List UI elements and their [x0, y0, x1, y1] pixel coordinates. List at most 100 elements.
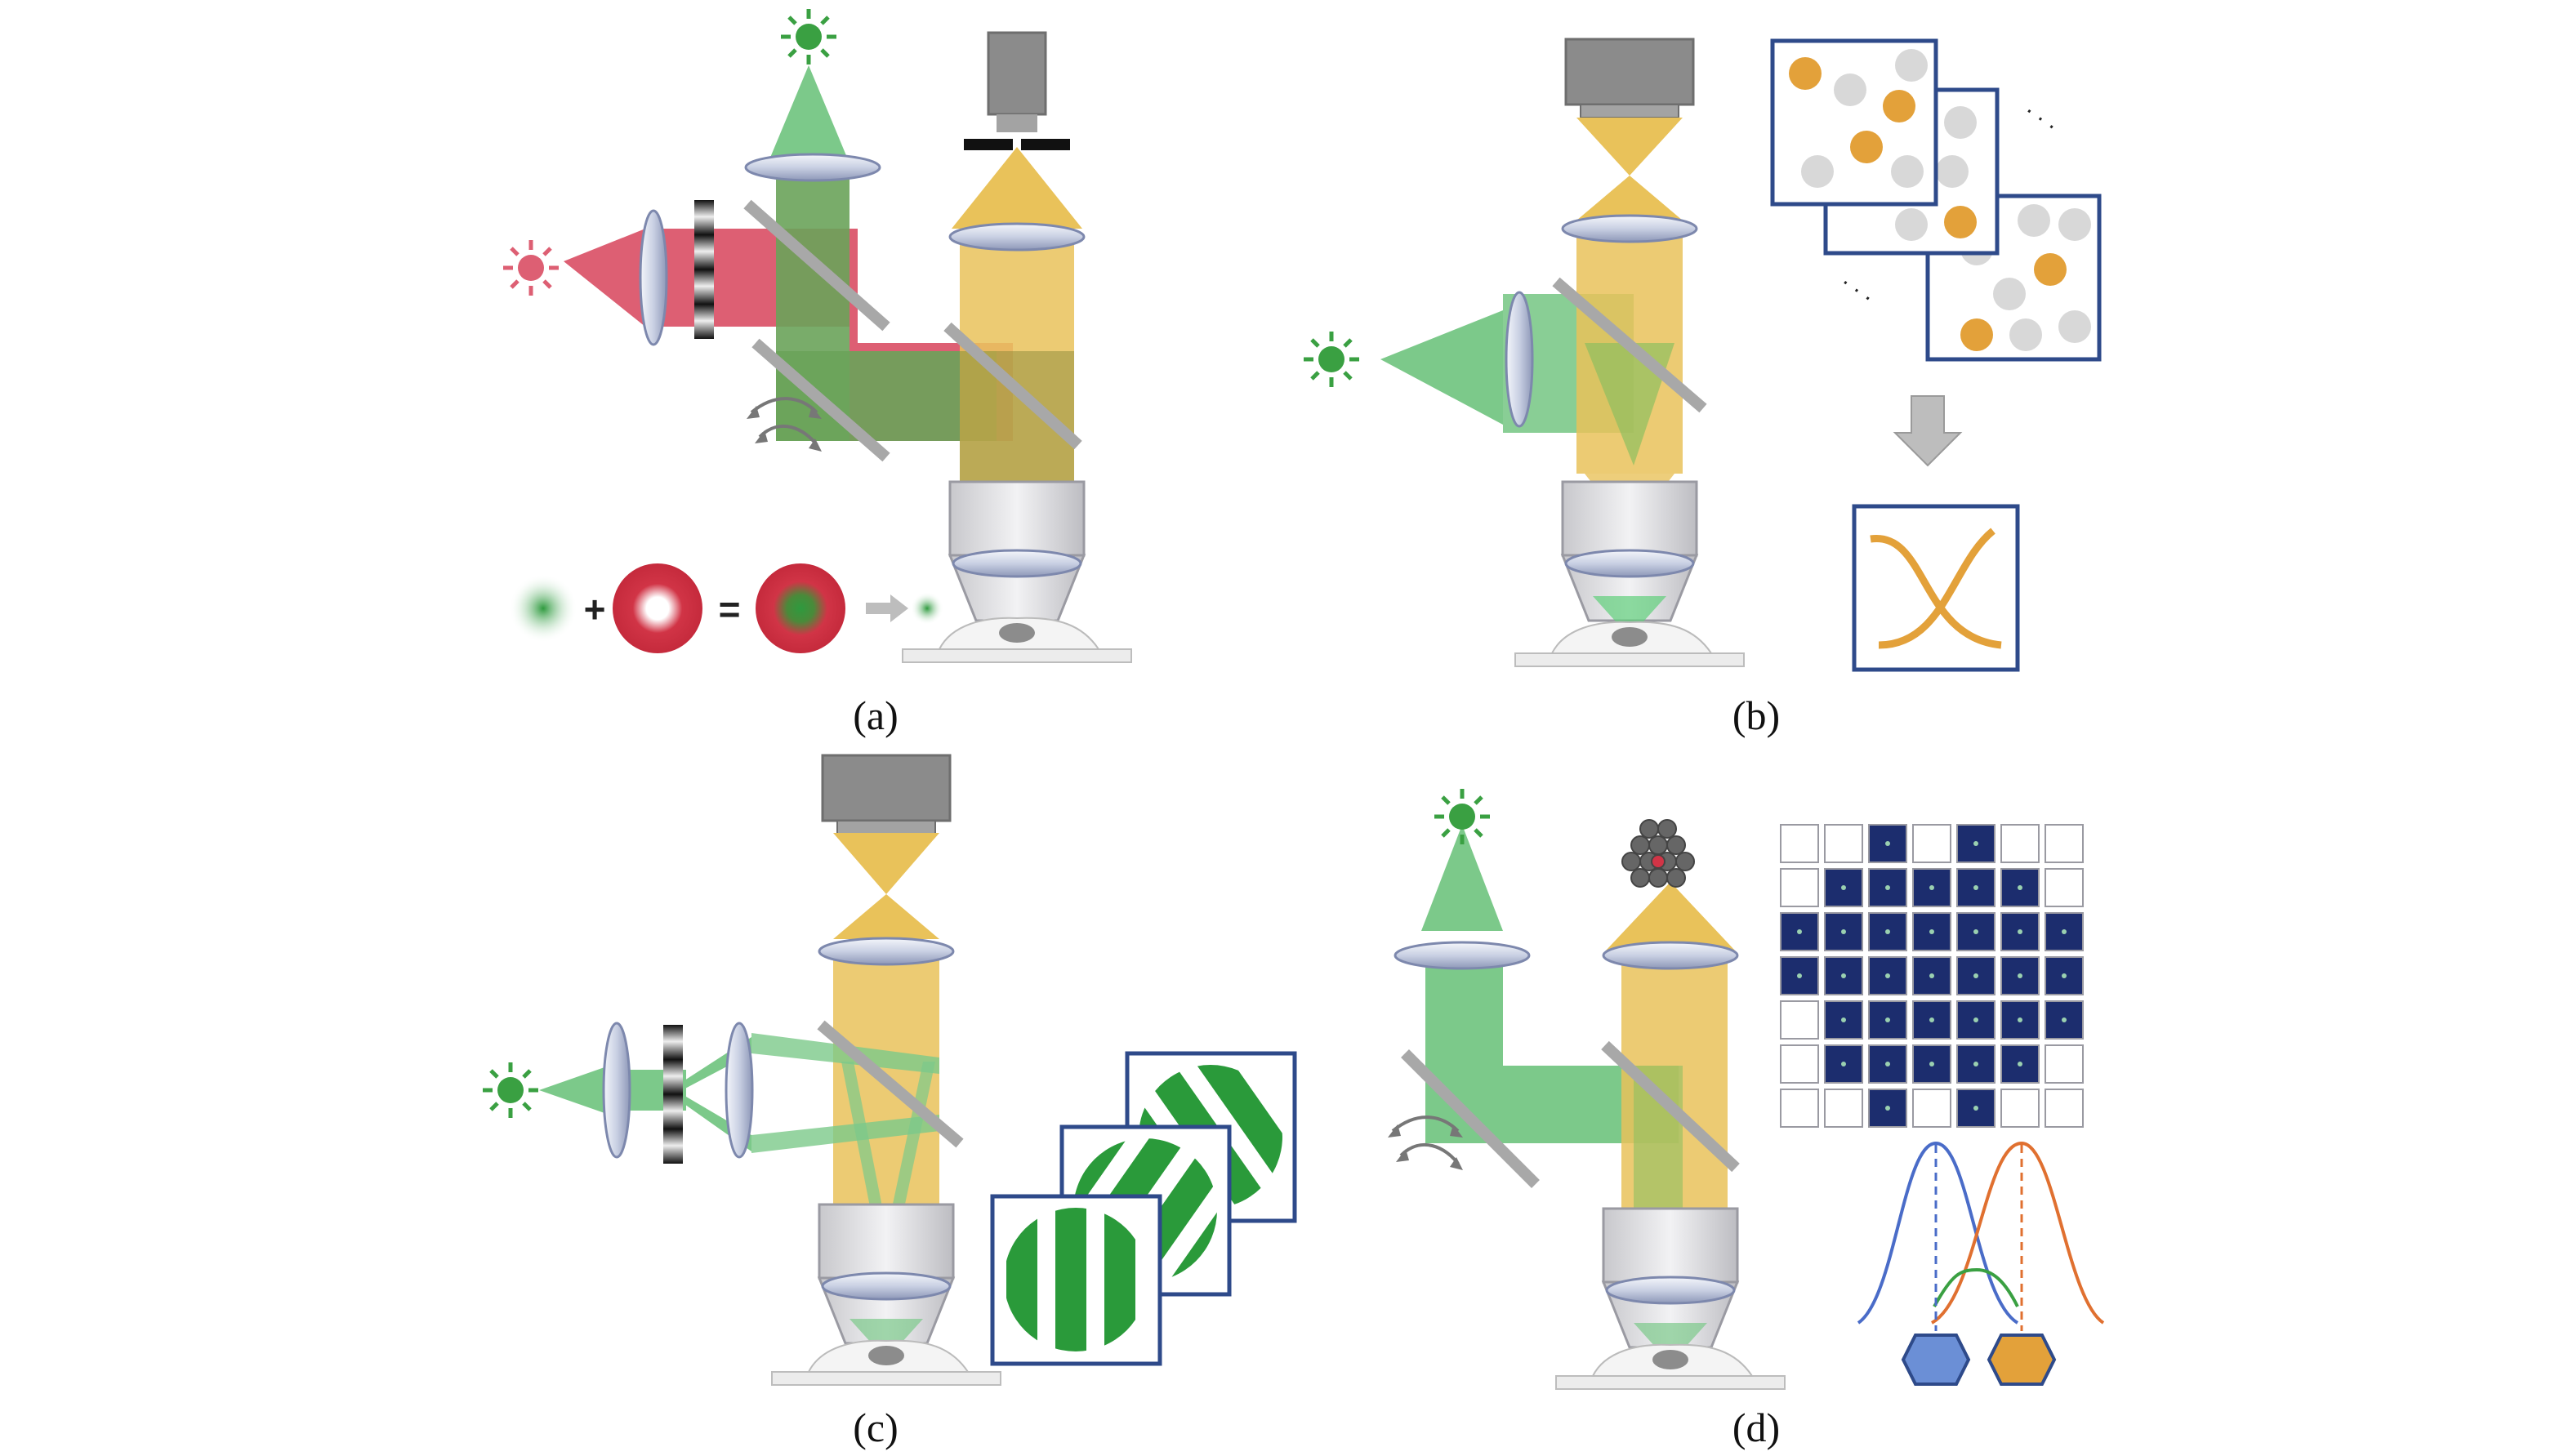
detector-spot [1973, 885, 1978, 890]
plus-sign: + [584, 588, 606, 630]
detector-spot [1973, 929, 1978, 934]
lens-icon [818, 937, 955, 966]
lens-icon [744, 153, 881, 182]
detector-tile [1780, 824, 1819, 863]
hexagon-icon [1901, 1334, 1971, 1386]
detector-spot [1973, 1106, 1978, 1111]
hex-detector-array-icon [1621, 819, 1695, 888]
detector-tile [2000, 1089, 2040, 1128]
green-laser-icon [1304, 332, 1359, 387]
detector-icon [987, 31, 1047, 116]
detector-spot [1929, 929, 1934, 934]
detector-spot [1841, 1017, 1846, 1022]
ellipsis-right: . . . [2022, 93, 2066, 135]
detector-image-grid [1780, 824, 2084, 1128]
lens-icon [1505, 291, 1534, 428]
detector-tile [2045, 868, 2084, 907]
detector-spot [1885, 885, 1890, 890]
panel-label-c: (c) [853, 1405, 899, 1450]
detector-spot [1929, 973, 1934, 978]
green-laser-icon [781, 9, 836, 65]
camera-icon [1564, 38, 1695, 119]
detector-tile [1780, 1000, 1819, 1040]
detector-spot [1885, 1062, 1890, 1066]
red-beam-cone [564, 229, 645, 327]
green-laser-icon [483, 1062, 538, 1118]
detector-spot [1929, 1017, 1934, 1022]
trajectory-curve [1878, 528, 1996, 649]
detector-tile [1824, 1089, 1863, 1128]
panel-label-b: (b) [1732, 692, 1780, 738]
trajectory-curve [1870, 535, 2002, 649]
phase-plate-icon [694, 200, 714, 339]
psf-curve-green [1933, 1267, 2019, 1307]
arrow-down-icon [1893, 395, 1963, 467]
detector-tile [1780, 1089, 1819, 1128]
detector-tile [2045, 1089, 2084, 1128]
detector-spot [2062, 929, 2067, 934]
scan-mirror-icon [1401, 1049, 1540, 1188]
excitation-psf-icon [509, 574, 577, 643]
detector-spot [2018, 929, 2022, 934]
green-beam-cone [768, 65, 849, 163]
detector-spot [1797, 929, 1802, 934]
image-stack [1770, 38, 2102, 362]
detector-spot [1973, 841, 1978, 846]
detector-tile [1780, 1044, 1819, 1084]
effective-psf-icon [911, 592, 943, 625]
detector-tile [1780, 868, 1819, 907]
green-beam-cone [1380, 310, 1503, 425]
sample-icon [902, 617, 1132, 663]
detector-tile [1956, 956, 1996, 995]
dichroic-mirror-icon [943, 322, 1082, 450]
detector-spot [1885, 841, 1890, 846]
detector-tile [2045, 1044, 2084, 1084]
panel-a: + = (a) [503, 9, 1132, 738]
sample-icon [1514, 621, 1745, 667]
detector-tile [1912, 824, 1951, 863]
detector-spot [1885, 973, 1890, 978]
detector-spot [1885, 929, 1890, 934]
detector-spot [1841, 973, 1846, 978]
detector-spot [2018, 1062, 2022, 1066]
ellipsis-left: . . . [1839, 265, 1882, 306]
lens-icon [948, 222, 1086, 252]
panel-c: (c) [483, 754, 1297, 1450]
grating-icon [663, 1025, 683, 1164]
hexagon-icon [1987, 1334, 2057, 1386]
scan-mirror-icon [751, 338, 890, 462]
depletion-psf-icon [613, 563, 702, 653]
detector-spot [2062, 973, 2067, 978]
equals-sign: = [719, 588, 741, 630]
detector-spot [1973, 973, 1978, 978]
detector-tile [1824, 824, 1863, 863]
detector-spot [1885, 1106, 1890, 1111]
pinhole-icon [964, 139, 1013, 150]
detector-spot [1973, 1062, 1978, 1066]
detector-tile [1912, 1089, 1951, 1128]
red-laser-icon [503, 240, 559, 296]
panel-label-d: (d) [1732, 1405, 1780, 1450]
detector-spot [2018, 1017, 2022, 1022]
lens-icon [602, 1022, 631, 1159]
arrow-right-icon [866, 594, 908, 622]
panel-label-a: (a) [853, 692, 899, 738]
detector-spot [2062, 1017, 2067, 1022]
detector-spot [1841, 885, 1846, 890]
detector-tile [1912, 956, 1951, 995]
detector-spot [1841, 1062, 1846, 1066]
camera-icon [821, 754, 952, 835]
illumination-patterns [990, 1051, 1297, 1366]
lens-icon [639, 209, 668, 346]
green-laser-icon [1434, 789, 1490, 844]
lens-icon [1602, 941, 1739, 970]
psf-curve-blue [1857, 1141, 2019, 1325]
objective-icon [948, 480, 1086, 622]
yellow-cone-top [952, 147, 1082, 229]
detector-spot [1973, 1017, 1978, 1022]
dichroic-mirror-icon [743, 199, 890, 332]
dichroic-mirror-icon [1552, 277, 1707, 413]
detector-spot [1929, 885, 1934, 890]
sample-icon [1555, 1343, 1786, 1390]
